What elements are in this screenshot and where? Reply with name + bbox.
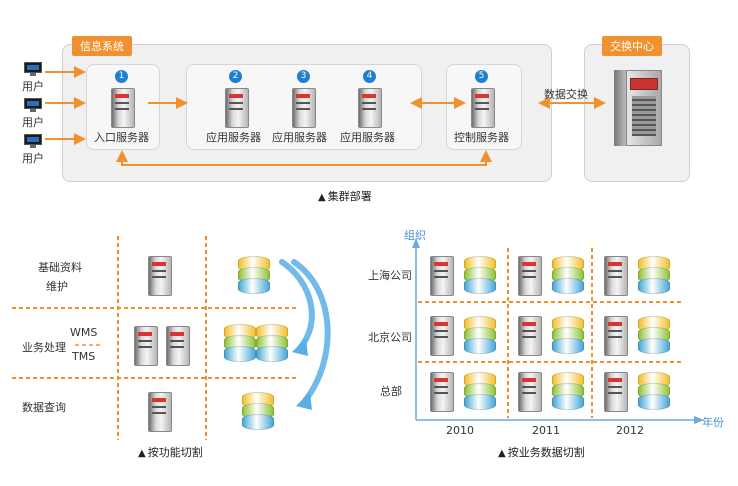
db-disk: [552, 278, 584, 294]
server-icon: [430, 372, 454, 412]
app-server-label-1: 应用服务器: [206, 131, 261, 144]
server-icon: [604, 256, 628, 296]
database-icon: [638, 372, 670, 412]
database-icon: [464, 256, 496, 296]
database-icon: [464, 316, 496, 356]
app-server-label-3: 应用服务器: [340, 131, 395, 144]
badge-1: 1: [115, 70, 128, 83]
func-row-query: 数据查询: [22, 401, 66, 414]
exchange-center-panel: [584, 44, 690, 182]
year-2010: 2010: [446, 424, 474, 437]
user-label-3: 用户: [22, 152, 44, 165]
server-icon: [518, 256, 542, 296]
server-icon: [518, 316, 542, 356]
monitor-icon: [24, 98, 42, 112]
func-tms: TMS: [72, 350, 96, 363]
func-row-maintain: 维护: [46, 280, 68, 293]
db-disk: [552, 394, 584, 410]
exchange-center-title: 交换中心: [602, 36, 662, 56]
server-icon: [430, 256, 454, 296]
badge-4: 4: [363, 70, 376, 83]
db-disk: [242, 414, 274, 430]
db-disk: [638, 278, 670, 294]
server-icon: [134, 326, 158, 366]
app-server-icon-3: [358, 88, 382, 128]
server-icon: [518, 372, 542, 412]
database-icon: [256, 324, 288, 364]
database-icon: [552, 316, 584, 356]
db-disk: [552, 338, 584, 354]
axis-org-label: 组织: [404, 229, 426, 242]
server-icon: [430, 316, 454, 356]
db-disk: [256, 346, 288, 362]
server-icon: [148, 392, 172, 432]
monitor-icon: [24, 134, 42, 148]
app-server-icon-2: [292, 88, 316, 128]
business-caption: 按业务数据切割: [498, 444, 585, 460]
database-icon: [638, 316, 670, 356]
user-label-2: 用户: [22, 116, 44, 129]
func-row-business: 业务处理: [22, 341, 66, 354]
database-icon: [238, 256, 270, 296]
exchange-rack-icon: [614, 70, 662, 146]
app-server-label-2: 应用服务器: [272, 131, 327, 144]
info-system-title: 信息系统: [72, 36, 132, 56]
entry-server-label: 入口服务器: [94, 131, 149, 144]
cluster-caption: 集群部署: [318, 188, 372, 204]
func-wms: WMS: [70, 326, 98, 339]
badge-3: 3: [297, 70, 310, 83]
functional-caption: 按功能切割: [138, 444, 203, 460]
database-icon: [552, 372, 584, 412]
database-icon: [638, 256, 670, 296]
axis-year-label: 年份: [702, 416, 724, 429]
control-server-icon: [471, 88, 495, 128]
database-icon: [242, 392, 274, 432]
db-disk: [224, 346, 256, 362]
app-server-icon-1: [225, 88, 249, 128]
server-icon: [166, 326, 190, 366]
func-row-basic: 基础资料: [38, 261, 82, 274]
entry-server-icon: [111, 88, 135, 128]
row-hq: 总部: [380, 385, 402, 398]
badge-2: 2: [229, 70, 242, 83]
db-disk: [638, 394, 670, 410]
row-beijing: 北京公司: [368, 331, 412, 344]
db-disk: [638, 338, 670, 354]
year-2012: 2012: [616, 424, 644, 437]
server-icon: [148, 256, 172, 296]
db-disk: [464, 338, 496, 354]
db-disk: [238, 278, 270, 294]
server-icon: [604, 316, 628, 356]
monitor-icon: [24, 62, 42, 76]
control-server-label: 控制服务器: [454, 131, 509, 144]
database-icon: [224, 324, 256, 364]
badge-5: 5: [475, 70, 488, 83]
database-icon: [552, 256, 584, 296]
database-icon: [464, 372, 496, 412]
user-label-1: 用户: [22, 80, 44, 93]
year-2011: 2011: [532, 424, 560, 437]
db-disk: [464, 394, 496, 410]
db-disk: [464, 278, 496, 294]
server-icon: [604, 372, 628, 412]
row-shanghai: 上海公司: [368, 269, 412, 282]
